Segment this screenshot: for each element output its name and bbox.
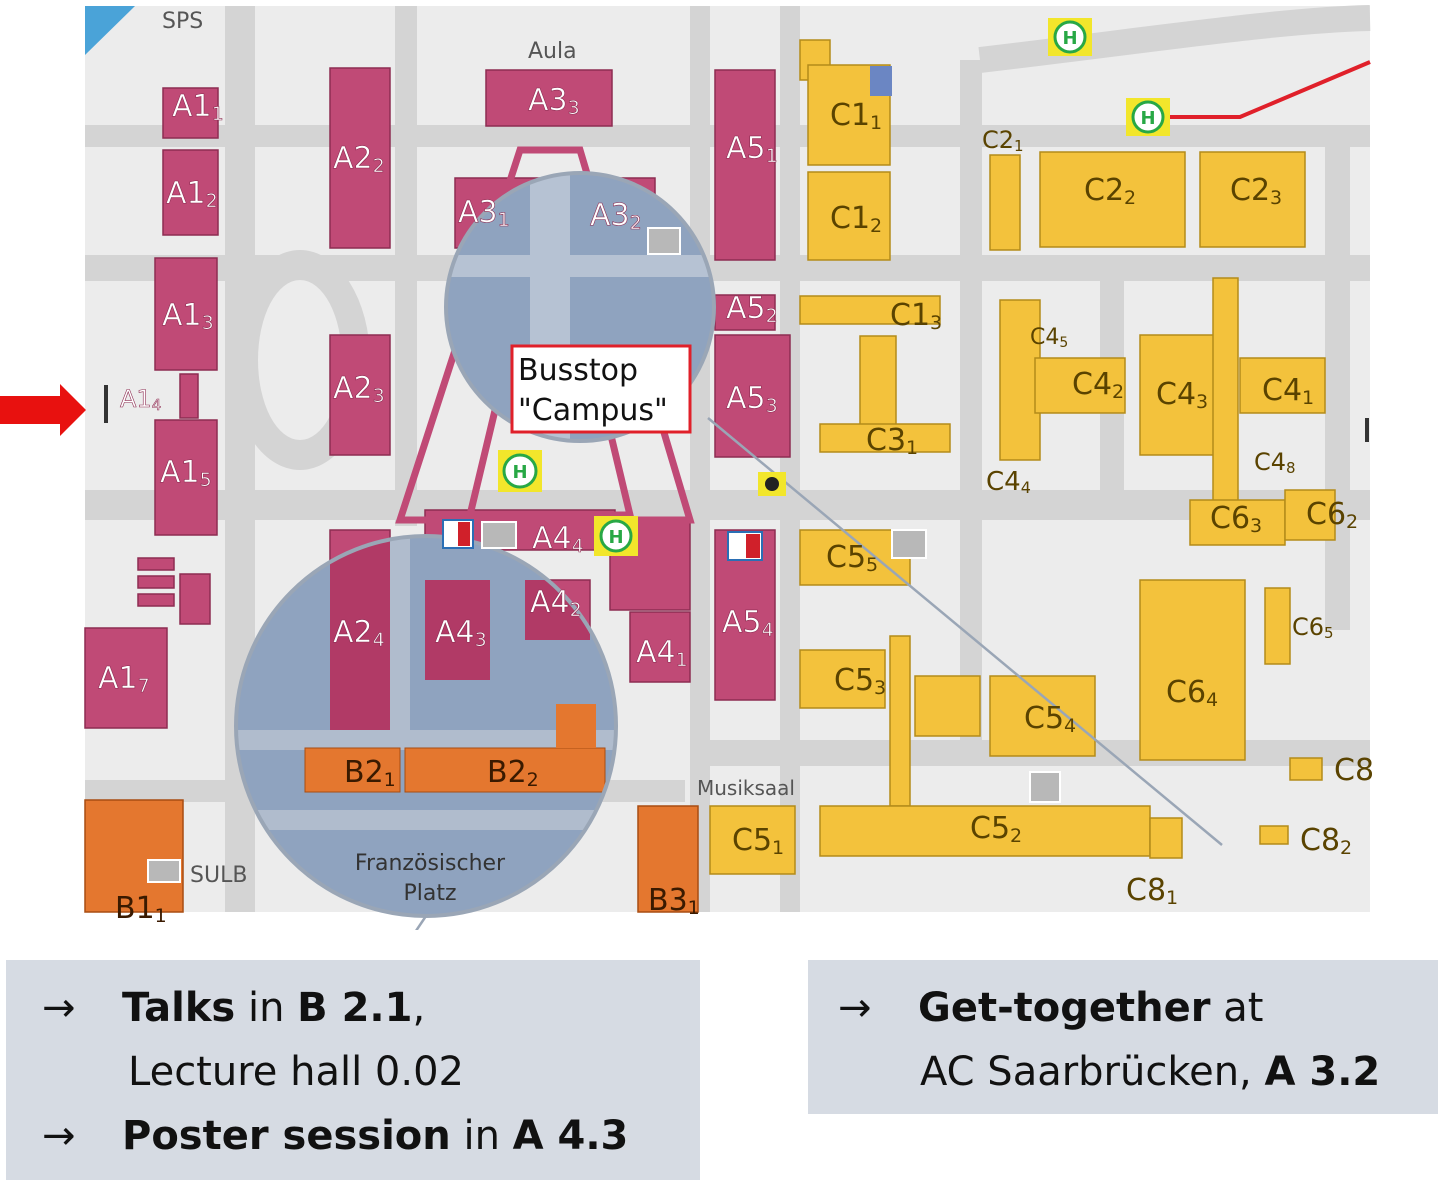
svg-text:H: H	[608, 527, 623, 548]
building-label-a24: A24	[333, 615, 385, 651]
talks-in: in	[235, 985, 298, 1031]
ec-atm-icon	[727, 531, 763, 561]
building-label-a53: A53	[726, 381, 778, 417]
ec-atm-icon	[442, 519, 474, 549]
gettogether-line: → Get-together at	[838, 976, 1438, 1040]
arrow-right-icon: →	[42, 985, 76, 1031]
busstop-zoom-circle	[444, 171, 716, 443]
busstop-callout-line2: "Campus"	[518, 393, 668, 428]
parking-icon	[147, 227, 1061, 883]
gettogether-place-line: AC Saarbrücken, A 3.2	[838, 1040, 1438, 1104]
post-icon	[758, 472, 786, 496]
bus-stop-icon: H	[1048, 18, 1092, 56]
info-box-talks-posters: → Talks in B 2.1, Lecture hall 0.02 → Post…	[6, 960, 700, 1180]
water-corner	[85, 6, 135, 55]
building-label-a22: A22	[333, 141, 385, 177]
building-label-a11: A11	[172, 89, 224, 125]
building-label-a31: A31	[458, 195, 510, 231]
svg-text:H: H	[1140, 108, 1155, 129]
label-sps: SPS	[162, 9, 203, 34]
arrow-right-icon: →	[838, 985, 872, 1031]
gettogether-place: AC Saarbrücken,	[920, 1049, 1265, 1095]
plaza-zoom-bottom	[236, 536, 616, 916]
edge-marker	[1365, 418, 1369, 442]
building-label-a41: A41	[636, 635, 688, 671]
label-platz-line1: Französischer	[355, 851, 506, 876]
building-label-c64: C64	[1166, 675, 1218, 711]
wheelchair-icon	[870, 66, 892, 96]
roundabout-center	[258, 280, 342, 440]
svg-text:H: H	[1062, 28, 1077, 49]
entrance-marker	[104, 385, 108, 423]
label-platz-line2: Platz	[403, 881, 456, 906]
entrance-arrow-icon	[0, 384, 86, 436]
svg-text:H: H	[512, 462, 527, 483]
poster-label: Poster session	[122, 1113, 451, 1159]
building-label-a14: A14	[120, 385, 161, 414]
label-musiksaal: Musiksaal	[697, 776, 795, 800]
arrow-right-icon: →	[42, 1113, 76, 1159]
busstop-callout-line1: Busstop	[518, 353, 638, 388]
busstop-callout: Busstop "Campus"	[510, 344, 692, 434]
lecture-hall: Lecture hall 0.02	[128, 1049, 464, 1095]
building-label-a43: A43	[435, 615, 487, 651]
talks-label: Talks	[122, 985, 236, 1031]
road-curve	[978, 5, 1371, 73]
plaza-pointer-line	[415, 915, 428, 930]
building-label-c51: C51	[732, 823, 784, 859]
gettogether-at: at	[1210, 985, 1264, 1031]
c-buildings	[709, 39, 1336, 875]
bus-route-line	[1170, 60, 1371, 119]
talks-comma: ,	[412, 985, 426, 1031]
poster-line: → Poster session in A 4.3	[42, 1104, 700, 1168]
talks-location: B 2.1	[297, 985, 413, 1031]
building-label-a33: A33	[528, 83, 580, 119]
lecture-hall-line: Lecture hall 0.02	[42, 1040, 700, 1104]
poster-location: A 4.3	[512, 1113, 629, 1159]
building-label-c31: C31	[866, 423, 918, 459]
bus-stop-icon: H	[498, 450, 542, 492]
info-box-get-together: → Get-together at AC Saarbrücken, A 3.2	[808, 960, 1438, 1114]
gettogether-location: A 3.2	[1264, 1049, 1381, 1095]
bus-stop-icon: H	[594, 516, 638, 556]
talks-line: → Talks in B 2.1,	[42, 976, 700, 1040]
poster-in: in	[450, 1113, 513, 1159]
callout-pointer-line	[707, 417, 1223, 846]
label-sulb: SULB	[190, 863, 247, 888]
bus-stop-icon: H	[1126, 98, 1170, 136]
label-aula: Aula	[528, 39, 577, 64]
building-label-c8x: C8	[1334, 753, 1374, 788]
campus-map: H H H H SPS Aula Musiksaal SUL	[0, 5, 1374, 930]
gettogether-label: Get-together	[918, 985, 1211, 1031]
building-label-c81: C81	[1126, 873, 1178, 909]
